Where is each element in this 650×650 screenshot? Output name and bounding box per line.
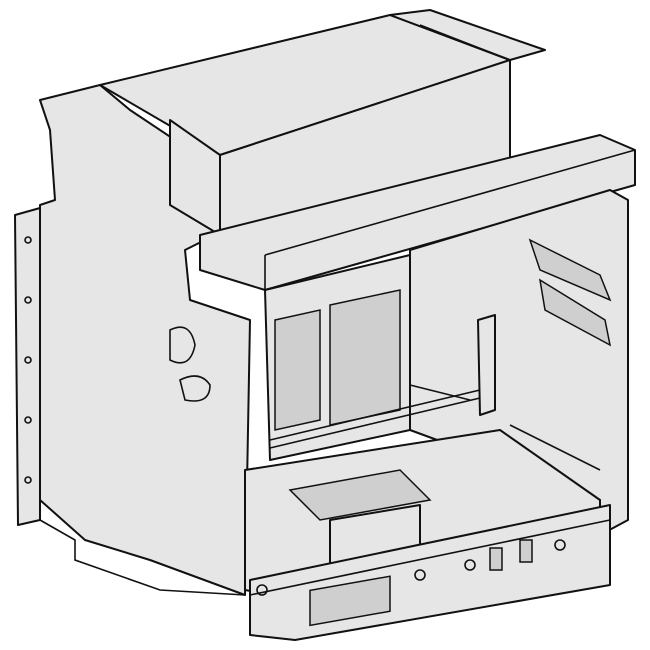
chassis-part [24,236,32,244]
chassis-part [309,575,391,627]
chassis-part [256,584,268,596]
chassis-part [409,384,471,401]
chassis-part [554,539,566,551]
chassis-part [264,149,636,256]
top-breaker-block [99,9,546,236]
chassis-part [24,356,32,364]
chassis-part [464,559,476,571]
front-rail [249,504,611,641]
chassis-part [269,389,481,441]
chassis-part [288,469,432,521]
chassis-part [249,519,611,596]
chassis-part [169,326,211,402]
chassis-part [269,397,481,449]
chassis-part [509,424,601,471]
center-compartment [264,254,481,461]
mounting-holes [24,236,32,484]
chassis-part [329,289,401,426]
chassis-part [39,519,246,596]
front-cross-bar [199,134,636,291]
chassis-part [24,296,32,304]
chassis-part [419,24,511,61]
chassis-part [24,416,32,424]
chassis-part [414,569,426,581]
chassis-part [519,539,533,563]
chassis-part [538,278,612,347]
chassis-part [489,547,503,571]
chassis-part [528,238,612,302]
chassis-part [477,314,496,416]
chassis-part [24,476,32,484]
chassis-part [274,309,321,431]
